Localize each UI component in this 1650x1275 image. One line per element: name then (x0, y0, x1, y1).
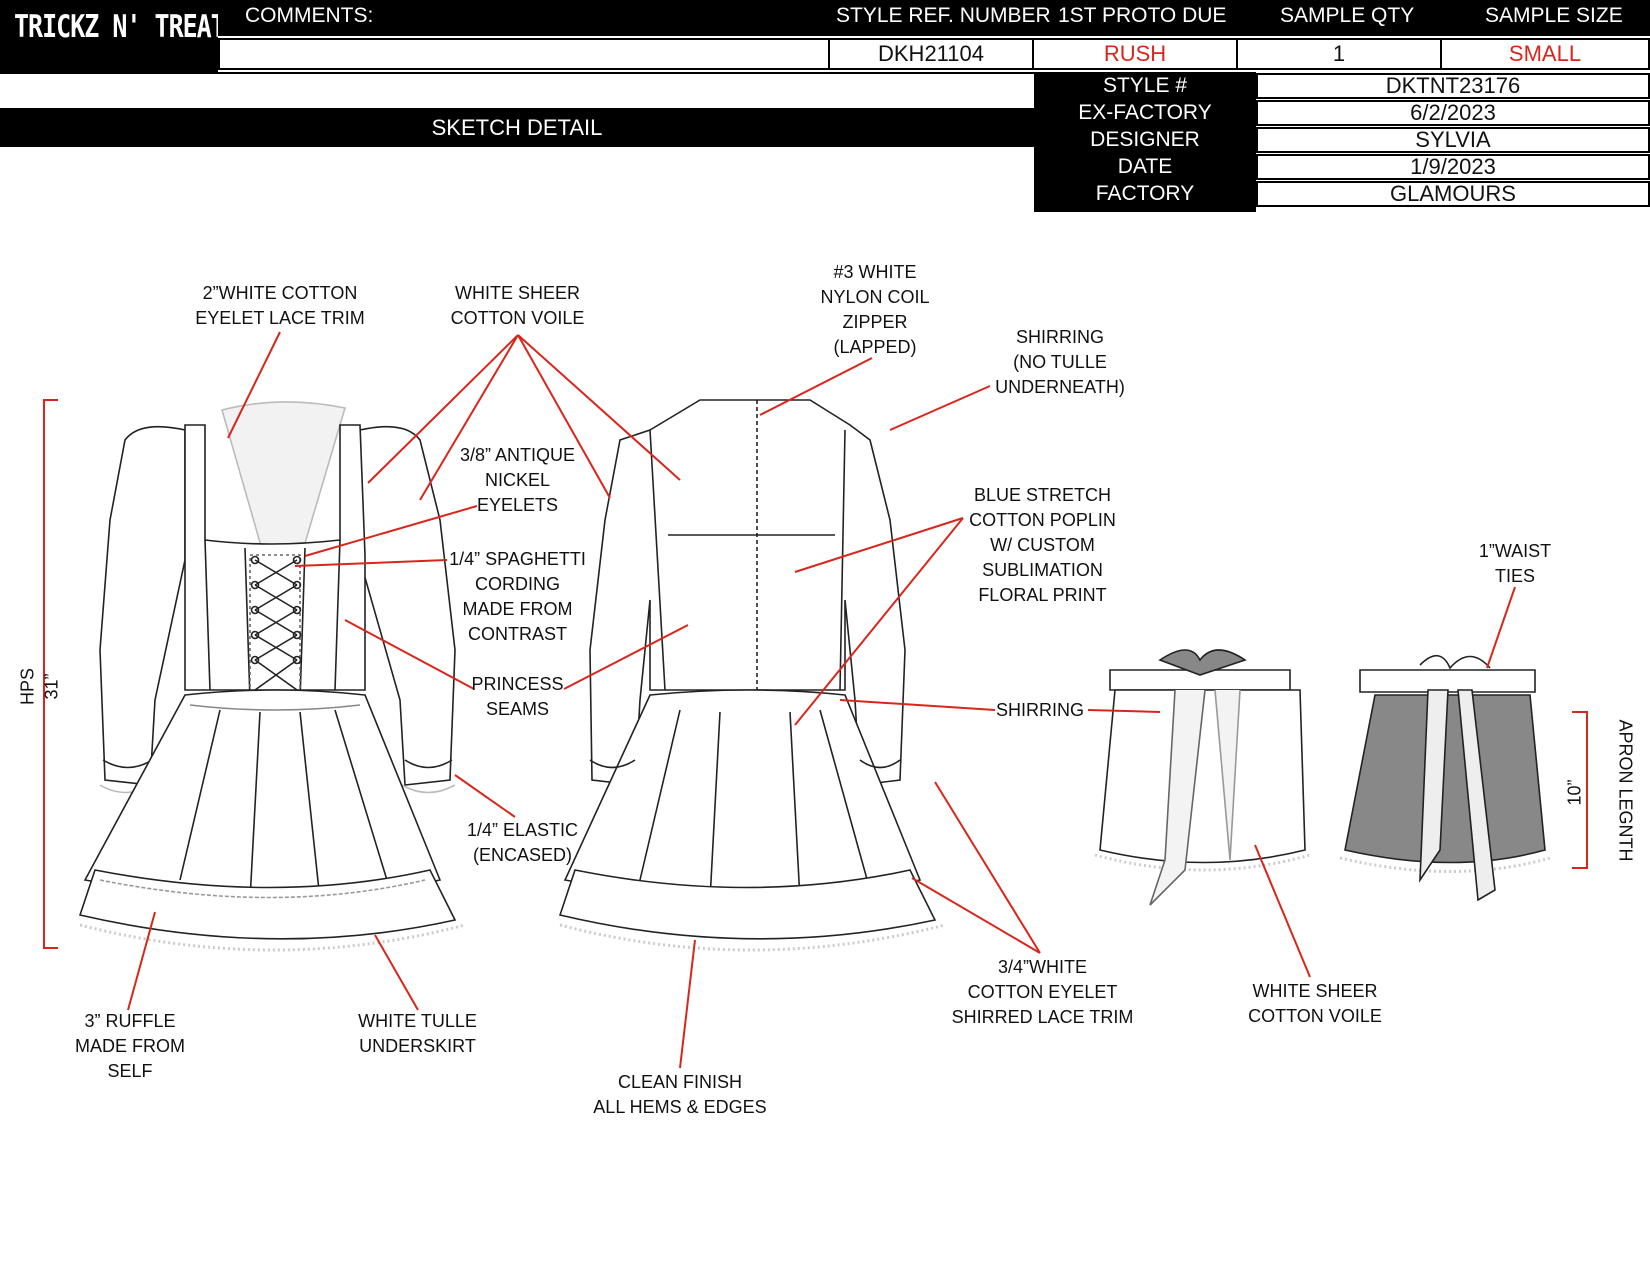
section-title: SKETCH DETAIL (0, 108, 1034, 147)
info-label-column (1034, 72, 1256, 212)
info-label-ex-factory: EX-FACTORY (1078, 101, 1212, 124)
logo-block (0, 0, 218, 72)
hps-value: 31” (41, 673, 62, 700)
callout-shirring-mid: SHIRRING (995, 700, 1084, 720)
apron-length-label: APRON LEGNTH (1615, 719, 1636, 862)
hps-label: HPS (17, 668, 38, 706)
brand-logo: TRICKZ N' TREATZ (14, 8, 240, 45)
info-value-ex-factory: 6/2/2023 (1256, 100, 1650, 126)
sample-size-value: SMALL (1440, 38, 1650, 70)
callout-lace-trim: 2”WHITE COTTON EYELET LACE TRIM (195, 283, 365, 328)
callout-cording: 1/4” SPAGHETTI CORDING MADE FROM CONTRAS… (449, 549, 586, 644)
style-ref-label: STYLE REF. NUMBER (836, 4, 1051, 27)
apron-back-sketch (1339, 654, 1551, 902)
apron-length-value: 10” (1564, 779, 1585, 806)
proto-due-value: RUSH (1032, 38, 1238, 70)
callout-clean-finish: CLEAN FINISH ALL HEMS & EDGES (593, 1072, 767, 1117)
callout-voile-apron: WHITE SHEER COTTON VOILE (1248, 981, 1382, 1026)
callout-waist-ties: 1”WAIST TIES (1478, 541, 1552, 586)
sample-size-label: SAMPLE SIZE (1485, 4, 1623, 27)
callout-tulle: WHITE TULLE UNDERSKIRT (358, 1011, 477, 1056)
callout-shirring-top: SHIRRING (NO TULLE UNDERNEATH) (995, 327, 1125, 397)
proto-due-label: 1ST PROTO DUE (1058, 4, 1227, 27)
info-value-date: 1/9/2023 (1256, 154, 1650, 180)
back-dress-sketch (558, 399, 946, 952)
info-value-factory: GLAMOURS (1256, 181, 1650, 207)
callout-lines (127, 331, 1516, 1069)
callout-elastic: 1/4” ELASTIC (ENCASED) (466, 820, 579, 865)
header-bar (218, 0, 1650, 36)
callout-princess-seams: PRINCESS SEAMS (471, 674, 564, 719)
callout-voile-top: WHITE SHEER COTTON VOILE (450, 283, 585, 328)
info-label-designer: DESIGNER (1090, 128, 1200, 151)
comments-label: COMMENTS: (245, 4, 374, 27)
apron-front-sketch (1094, 649, 1311, 906)
info-value-style: DKTNT23176 (1256, 73, 1650, 99)
callout-zipper: #3 WHITE NYLON COIL ZIPPER (LAPPED) (820, 262, 930, 357)
callout-poplin: BLUE STRETCH COTTON POPLIN W/ CUSTOM SUB… (969, 485, 1116, 605)
measurement-brackets (43, 399, 1588, 949)
info-label-date: DATE (1117, 155, 1173, 178)
info-label-style: STYLE # (1102, 74, 1188, 97)
front-dress-sketch (78, 401, 466, 952)
callout-eyelets: 3/8” ANTIQUE NICKEL EYELETS (459, 445, 576, 515)
style-ref-value: DKH21104 (828, 38, 1034, 70)
callout-hem-trim: 3/4”WHITE COTTON EYELET SHIRRED LACE TRI… (951, 957, 1134, 1027)
callout-ruffle: 3” RUFFLE MADE FROM SELF (75, 1011, 185, 1081)
sample-qty-label: SAMPLE QTY (1280, 4, 1415, 27)
info-label-factory: FACTORY (1095, 182, 1195, 205)
header-spacer (0, 72, 1034, 108)
info-value-designer: SYLVIA (1256, 127, 1650, 153)
